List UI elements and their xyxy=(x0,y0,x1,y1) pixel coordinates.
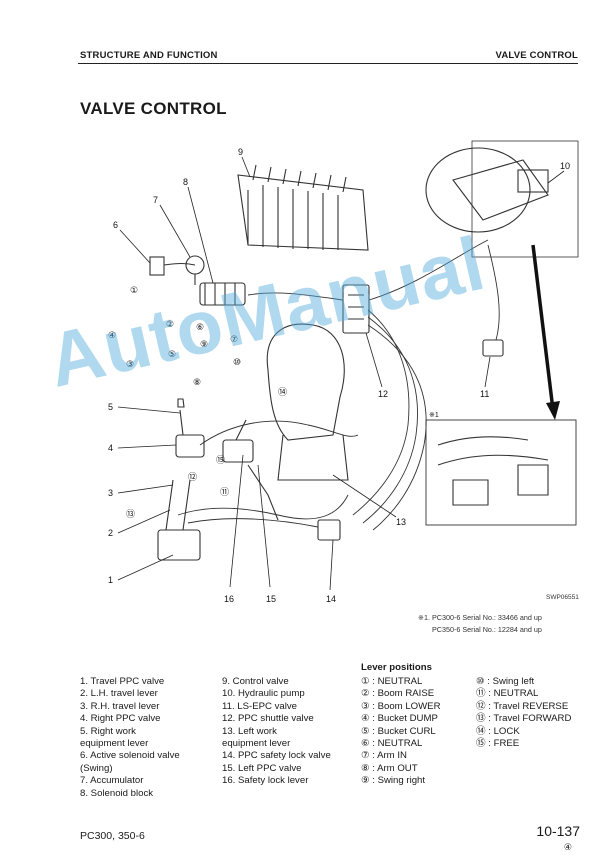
lever-position-item: ⑩ : Swing left xyxy=(476,676,535,687)
ppc-safety-lock-valve xyxy=(317,519,341,541)
position-15: ⑮ xyxy=(216,455,225,466)
legend-item: 15. Left PPC valve xyxy=(222,762,302,774)
callout-6: 6 xyxy=(113,220,118,230)
position-2: ② xyxy=(166,320,174,330)
right-work-equipment-lever xyxy=(177,398,185,436)
callout-8: 8 xyxy=(183,177,188,187)
callout-5: 5 xyxy=(108,402,113,412)
callout-12: 12 xyxy=(378,389,388,399)
lever-position-item: ⑪ : NEUTRAL xyxy=(476,688,539,700)
lever-position-item: ⑬ : Travel FORWARD xyxy=(476,713,572,725)
position-8: ⑧ xyxy=(193,378,201,388)
callout-13: 13 xyxy=(396,517,406,527)
valve-control-diagram: 1 2 3 4 5 6 7 8 9 10 11 12 13 14 15 16 ※… xyxy=(108,140,579,604)
page-title: VALVE CONTROL xyxy=(80,99,227,118)
travel-ppc-valve xyxy=(157,529,201,561)
page-number: 10-137 xyxy=(536,823,580,839)
legend-item: 8. Solenoid block xyxy=(80,787,154,799)
header-rule xyxy=(78,63,578,64)
position-3: ③ xyxy=(126,360,134,370)
legend-item: 6. Active solenoid valve xyxy=(80,750,180,762)
hydraulic-pump xyxy=(425,147,531,233)
lever-position-item: ⑧ : Arm OUT xyxy=(361,762,418,774)
control-valve-block xyxy=(237,174,369,251)
detail-inset xyxy=(425,419,577,526)
travel-levers xyxy=(165,479,191,531)
callout-9: 9 xyxy=(238,147,243,157)
legend-item: 5. Right work xyxy=(80,725,136,737)
lever-position-item: ② : Boom RAISE xyxy=(361,688,435,700)
legend-item: 12. PPC shuttle valve xyxy=(222,713,314,725)
parts-legend-col1: 1. Travel PPC valve 2. L.H. travel lever… xyxy=(80,676,180,800)
header-section-title: STRUCTURE AND FUNCTION xyxy=(80,50,218,61)
callout-7: 7 xyxy=(153,195,158,205)
lever-position-item: ⑤ : Bucket CURL xyxy=(361,725,436,737)
operator-seat xyxy=(266,323,345,441)
detail-mark: ※1 xyxy=(429,412,439,419)
lever-position-item: ① : NEUTRAL xyxy=(361,676,423,687)
diagram-code: SWP06551 xyxy=(546,594,579,601)
legend-item: 13. Left work xyxy=(222,725,277,737)
active-solenoid-valve xyxy=(149,256,165,276)
ls-epc-valve xyxy=(482,339,504,357)
position-11: ⑪ xyxy=(220,487,229,498)
parts-legend-col2: 9. Control valve 10. Hydraulic pump 11. … xyxy=(222,676,331,788)
position-10: ⑩ xyxy=(233,358,241,368)
legend-item: 11. LS-EPC valve xyxy=(222,700,298,712)
legend-item: 4. Right PPC valve xyxy=(80,713,161,725)
callout-2: 2 xyxy=(108,528,113,538)
legend-item: 10. Hydraulic pump xyxy=(222,688,305,700)
lever-position-item: ⑦ : Arm IN xyxy=(361,750,407,762)
lever-position-item: ⑥ : NEUTRAL xyxy=(361,738,423,750)
position-13: ⑬ xyxy=(126,509,135,520)
lever-position-item: ④ : Bucket DUMP xyxy=(361,713,438,725)
safety-lock-lever xyxy=(247,464,279,521)
callout-15: 15 xyxy=(266,594,276,604)
lever-position-item: ⑨ : Swing right xyxy=(361,775,426,787)
callout-14: 14 xyxy=(326,594,336,604)
callout-10: 10 xyxy=(560,161,570,171)
position-6: ⑥ xyxy=(196,323,204,333)
position-9: ⑨ xyxy=(200,340,208,350)
header-topic: VALVE CONTROL xyxy=(495,50,578,61)
serial-note-1: ※1. PC300-6 Serial No.: 33466 and up xyxy=(418,613,542,622)
legend-item: 2. L.H. travel lever xyxy=(80,688,158,700)
revision-mark: ④ xyxy=(563,842,572,852)
lever-position-item: ⑮ : FREE xyxy=(476,738,520,750)
lever-positions-heading: Lever positions xyxy=(361,662,432,673)
right-ppc-valve xyxy=(175,434,205,458)
ppc-shuttle-valve xyxy=(342,284,370,334)
solenoid-block xyxy=(199,282,246,306)
detail-arrow xyxy=(531,244,555,411)
legend-item: 9. Control valve xyxy=(222,676,289,687)
lever-positions-col1: ① : NEUTRAL ② : Boom RAISE ③ : Boom LOWE… xyxy=(361,676,441,788)
callout-4: 4 xyxy=(108,443,113,453)
left-ppc-valve xyxy=(222,439,254,463)
lever-positions-col2: ⑩ : Swing left ⑪ : NEUTRAL ⑫ : Travel RE… xyxy=(476,676,571,750)
callout-16: 16 xyxy=(224,594,234,604)
legend-item: 16. Safety lock lever xyxy=(222,775,309,787)
footer-model: PC300, 350-6 xyxy=(80,830,145,842)
legend-item: equipment lever xyxy=(80,738,149,750)
legend-item: 7. Accumulator xyxy=(80,775,144,787)
position-7: ⑦ xyxy=(230,335,238,345)
callout-1: 1 xyxy=(108,575,113,585)
lever-position-item: ③ : Boom LOWER xyxy=(361,700,441,712)
lever-position-item: ⑭ : LOCK xyxy=(476,725,520,737)
position-1: ① xyxy=(130,286,138,296)
legend-item: 14. PPC safety lock valve xyxy=(222,750,331,762)
position-12: ⑫ xyxy=(188,472,197,483)
legend-item: 1. Travel PPC valve xyxy=(80,676,165,687)
lever-position-item: ⑫ : Travel REVERSE xyxy=(476,700,569,712)
callout-3: 3 xyxy=(108,488,113,498)
left-work-equipment-lever xyxy=(235,419,247,441)
position-4: ④ xyxy=(108,331,116,341)
legend-item: 3. R.H. travel lever xyxy=(80,700,160,712)
position-14: ⑭ xyxy=(278,387,287,398)
callout-11: 11 xyxy=(480,389,489,399)
serial-note-2: PC350-6 Serial No.: 12284 and up xyxy=(432,625,542,634)
legend-item: equipment lever xyxy=(222,738,291,750)
legend-item: (Swing) xyxy=(80,762,113,774)
position-5: ⑤ xyxy=(168,350,176,360)
